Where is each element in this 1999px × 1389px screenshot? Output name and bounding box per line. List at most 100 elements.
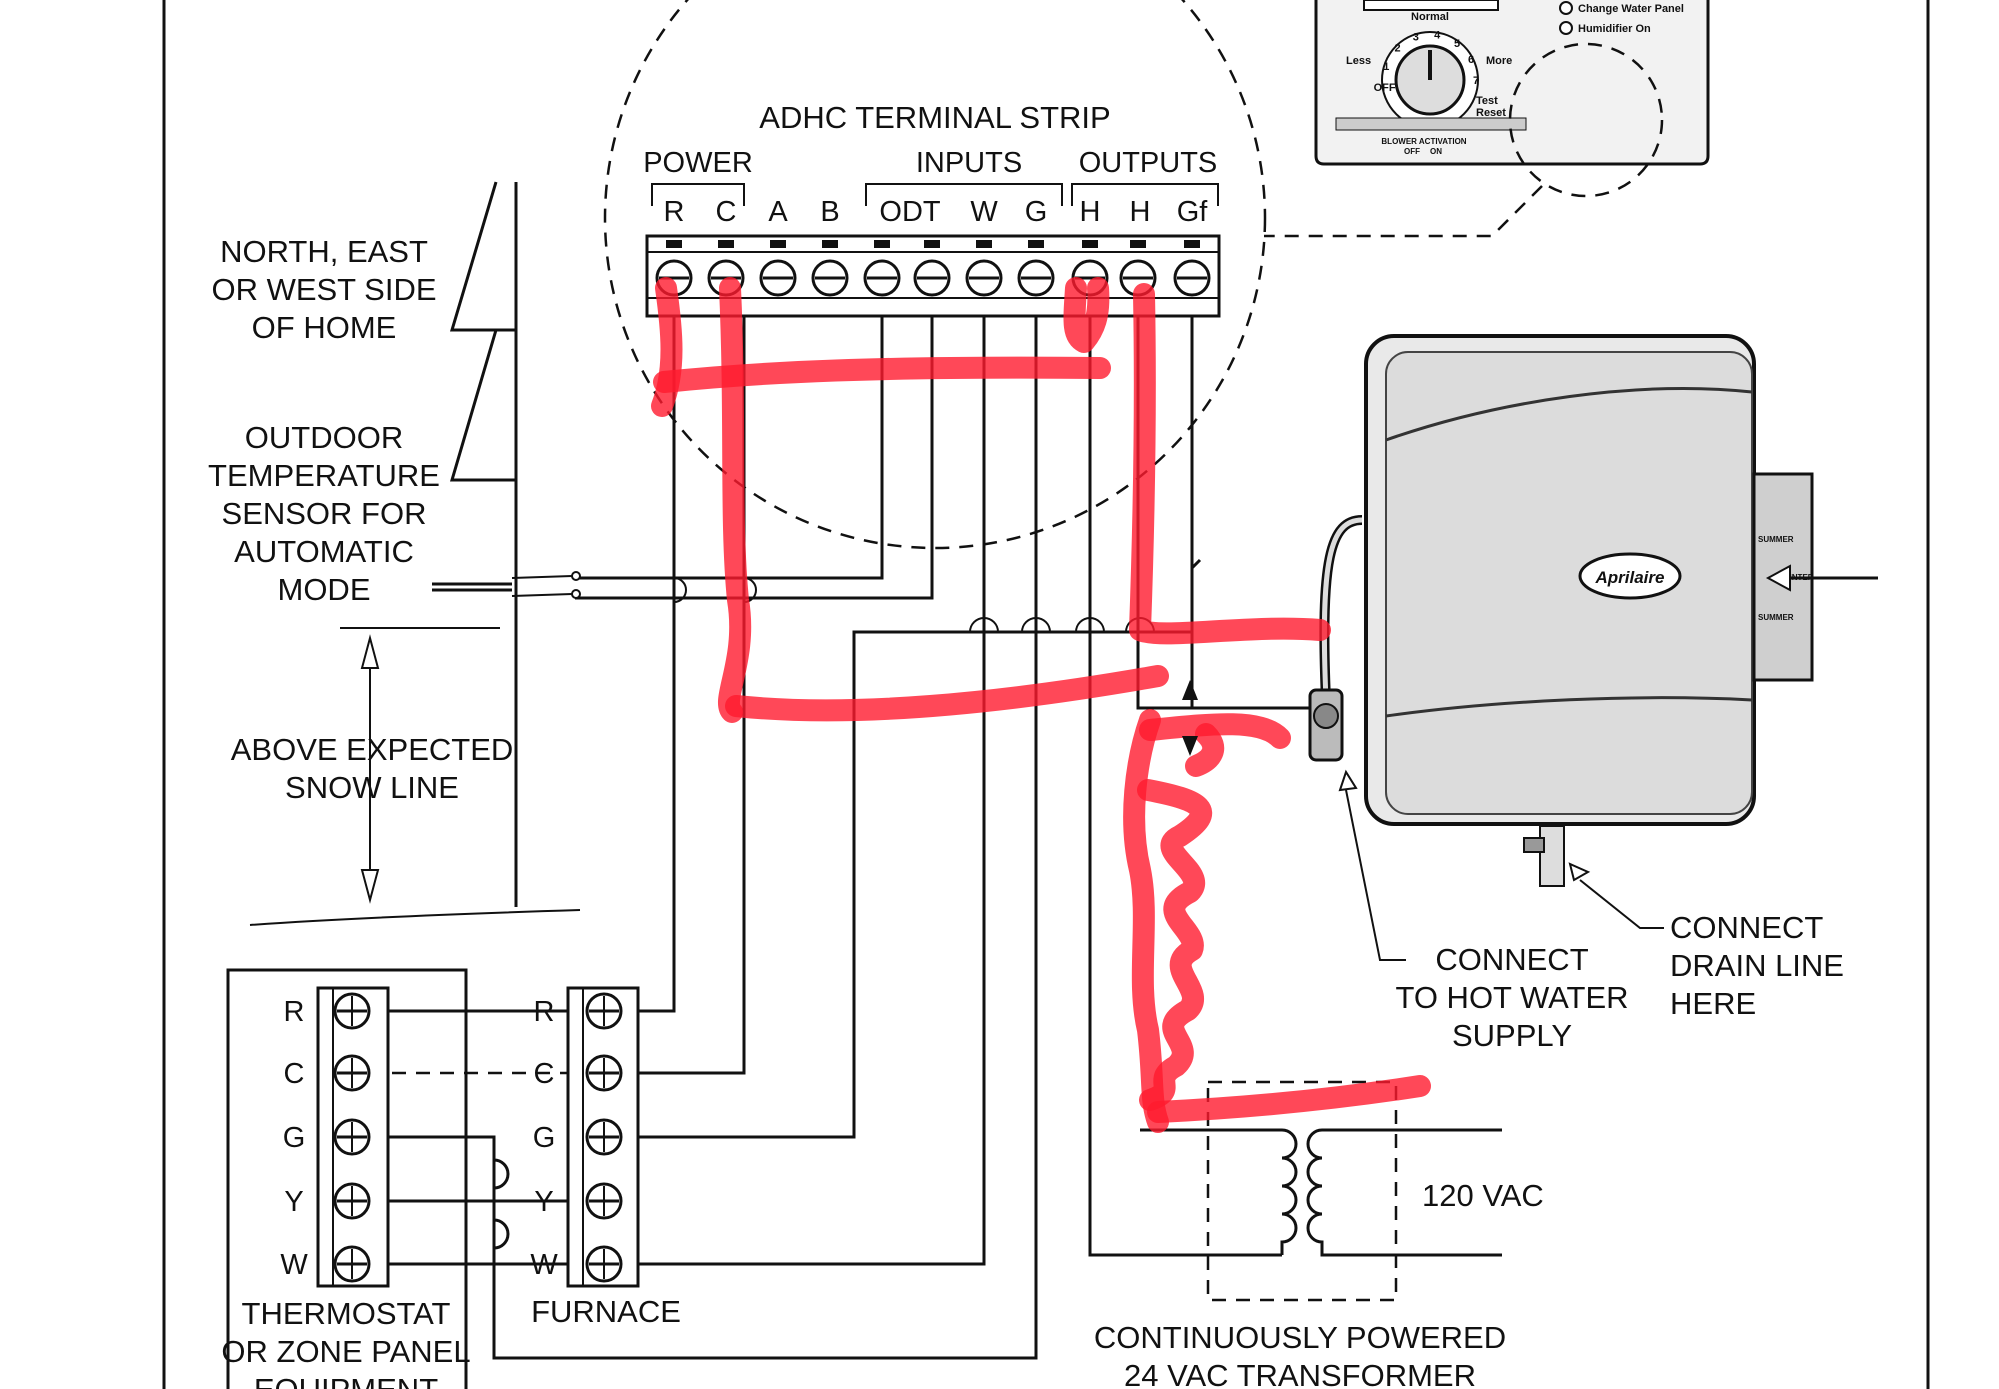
furnace-terminal-label: W [530, 1249, 558, 1281]
terminal-screws [655, 240, 1211, 297]
reset-label: Reset [1476, 107, 1506, 119]
page-frame [162, 0, 1930, 1389]
terminal-strip-title: ADHC TERMINAL STRIP [759, 100, 1110, 135]
hot-water-line1: CONNECT [1435, 942, 1588, 977]
dial-number: 2 [1394, 43, 1400, 55]
drain-line1: CONNECT [1670, 910, 1823, 945]
control-panel: Change Water Panel Humidifier On Normal … [1264, 0, 1710, 238]
sensor-label-line4: AUTOMATIC [234, 534, 414, 569]
group-power-label: POWER [643, 147, 753, 179]
thermostat-outline [226, 968, 468, 1389]
terminal-letter: ODT [879, 196, 941, 228]
drain-line2: DRAIN LINE [1670, 948, 1844, 983]
dial-less: Less [1346, 55, 1371, 67]
terminal-letter: A [768, 196, 788, 228]
magnify-circle [603, 0, 1267, 550]
sensor-label-line3: SENSOR FOR [222, 496, 427, 531]
eave-lower [449, 329, 516, 482]
thermostat-label-line1: THERMOSTAT [242, 1296, 451, 1331]
dial-number: 6 [1468, 54, 1474, 66]
panel-magnify-circle [1508, 42, 1664, 198]
thermostat-terminal-label: C [284, 1058, 305, 1090]
dial-number: OFF [1374, 82, 1396, 94]
damper-label-top: SUMMER [1758, 535, 1794, 544]
furnace-terminal-label: Y [534, 1186, 553, 1218]
thermostat-terminal-label: R [284, 996, 305, 1028]
hot-water-callout: CONNECT TO HOT WATER SUPPLY [1338, 769, 1629, 1053]
eave-upper [449, 181, 516, 332]
brand-label: Aprilaire [1595, 568, 1665, 587]
wire-direction-arrows [1182, 680, 1198, 756]
furnace-terminal-label: C [534, 1058, 555, 1090]
drain-line3: HERE [1670, 986, 1756, 1021]
transformer-label-line1: CONTINUOUSLY POWERED [1094, 1320, 1506, 1355]
sensor-label-line2: TEMPERATURE [208, 458, 440, 493]
blower-label: BLOWER ACTIVATION [1381, 137, 1466, 146]
dial-more: More [1486, 55, 1512, 67]
furnace-terminal-label: R [534, 996, 555, 1028]
transformer-box [1206, 1080, 1398, 1302]
snow-line-label2: SNOW LINE [285, 770, 459, 805]
terminal-strip-detail: ADHC TERMINAL STRIP POWER INPUTS OUTPUTS… [603, 0, 1267, 550]
primary-coil [1140, 1128, 1298, 1255]
furnace-label: FURNACE [531, 1294, 681, 1329]
thermostat-label-line2: OR ZONE PANEL [221, 1334, 470, 1369]
sensor-label-line5: MODE [278, 572, 371, 607]
snow-line-label1: ABOVE EXPECTED [231, 732, 514, 767]
terminal-letter: H [1130, 196, 1151, 228]
red-highlighter-marks [651, 277, 1431, 1133]
drain-fitting [1539, 825, 1565, 887]
dial-number: 1 [1383, 61, 1389, 73]
dial-number: 5 [1454, 38, 1460, 50]
terminal-letter: B [820, 196, 839, 228]
thermostat-terminal-label: G [283, 1122, 306, 1154]
terminal-letter: C [716, 196, 737, 228]
secondary-coil [1306, 1128, 1502, 1257]
brand-badge [1578, 552, 1682, 600]
sensor-location-line2: OR WEST SIDE [211, 272, 436, 307]
terminal-letter: W [970, 196, 998, 228]
outdoor-sensor-area: NORTH, EAST OR WEST SIDE OF HOME OUTDOOR… [208, 181, 581, 926]
dial-number: 4 [1434, 30, 1441, 42]
damper-label-bottom: SUMMER [1758, 613, 1794, 622]
sensor-label-line1: OUTDOOR [245, 420, 403, 455]
outputs-bracket [1071, 183, 1219, 206]
group-outputs-label: OUTPUTS [1079, 147, 1218, 179]
blower-off: OFF [1404, 147, 1420, 156]
transformer-label-line2: 24 VAC TRANSFORMER [1124, 1358, 1476, 1389]
dial-number: 3 [1413, 31, 1419, 43]
transformer-voltage: 120 VAC [1422, 1178, 1544, 1213]
dial-title: Normal [1411, 11, 1449, 23]
test-label: Test [1476, 95, 1498, 107]
hot-water-line3: SUPPLY [1452, 1018, 1572, 1053]
panel-leader [1264, 185, 1543, 238]
humidifier: Aprilaire SUMMER WINTER SUMMER [1308, 334, 1878, 887]
terminal-letter: H [1080, 196, 1101, 228]
power-bracket [651, 183, 745, 206]
terminal-letter: Gf [1177, 196, 1209, 228]
blower-on: ON [1430, 147, 1442, 156]
terminal-letter: G [1025, 196, 1048, 228]
indicator-change-water-panel: Change Water Panel [1578, 3, 1684, 15]
indicator-humidifier-on: Humidifier On [1578, 23, 1651, 35]
inputs-bracket [865, 183, 1063, 206]
ground-line [249, 909, 581, 926]
hot-water-line2: TO HOT WATER [1395, 980, 1628, 1015]
thermostat-label-line3: EQUIPMENT [254, 1372, 438, 1389]
group-inputs-label: INPUTS [916, 147, 1022, 179]
terminal-letter: R [664, 196, 685, 228]
sensor-location-line3: OF HOME [252, 310, 397, 345]
sensor-probe [432, 582, 512, 592]
dial-number: 7 [1473, 75, 1479, 87]
thermostat-terminal-label: W [280, 1249, 308, 1281]
transformer-block: 120 VAC CONTINUOUSLY POWERED 24 VAC TRAN… [1094, 1080, 1544, 1389]
drain-callout: CONNECT DRAIN LINE HERE [1568, 862, 1844, 1021]
thermostat-terminal-label: Y [284, 1186, 303, 1218]
sensor-location-line1: NORTH, EAST [220, 234, 428, 269]
